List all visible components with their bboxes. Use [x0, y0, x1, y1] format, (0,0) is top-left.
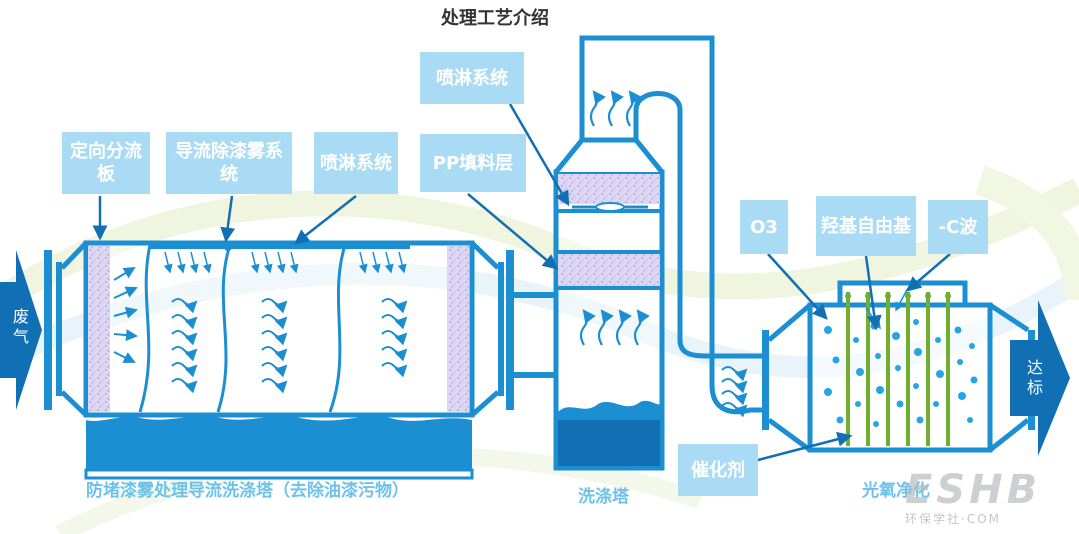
watermark-logo: ESHB 环保学社·COM	[905, 468, 1075, 532]
directional-plate-label: 定向分流板	[62, 132, 150, 194]
outlet-arrow-icon	[1010, 300, 1070, 456]
outlet-label: 达标	[1026, 358, 1043, 397]
tower-1	[44, 240, 556, 480]
page-title: 处理工艺介绍	[441, 8, 549, 29]
tower2-caption: 洗涤塔	[578, 487, 629, 507]
tower-2	[553, 35, 715, 471]
inlet-arrow-icon	[0, 250, 42, 410]
photo-oxidation-caption: 光氧净化	[862, 481, 930, 501]
uvc-wave-label: -C波	[928, 200, 988, 254]
leader-lines	[92, 103, 951, 462]
ozone-label: O3	[740, 200, 788, 254]
watermark-site-text: 环保学社·COM	[905, 512, 1001, 526]
pp-packing-layer-label: PP填料层	[420, 134, 526, 192]
spray-system-top-label: 喷淋系统	[420, 52, 524, 104]
duct-to-uv	[677, 300, 765, 418]
paint-mist-removal-label: 导流除漆雾系统	[166, 132, 292, 194]
inlet-label: 废气	[12, 307, 29, 346]
hydroxyl-radical-label: 羟基自由基	[816, 196, 916, 256]
catalyst-label: 催化剂	[678, 444, 758, 496]
photo-oxidation-unit	[762, 280, 1045, 453]
tower1-caption: 防堵漆雾处理导流洗涤塔（去除油漆污物）	[86, 481, 409, 501]
spray-system-left-label: 喷淋系统	[314, 132, 398, 194]
watermark-logo-text: ESHB	[905, 467, 1042, 513]
